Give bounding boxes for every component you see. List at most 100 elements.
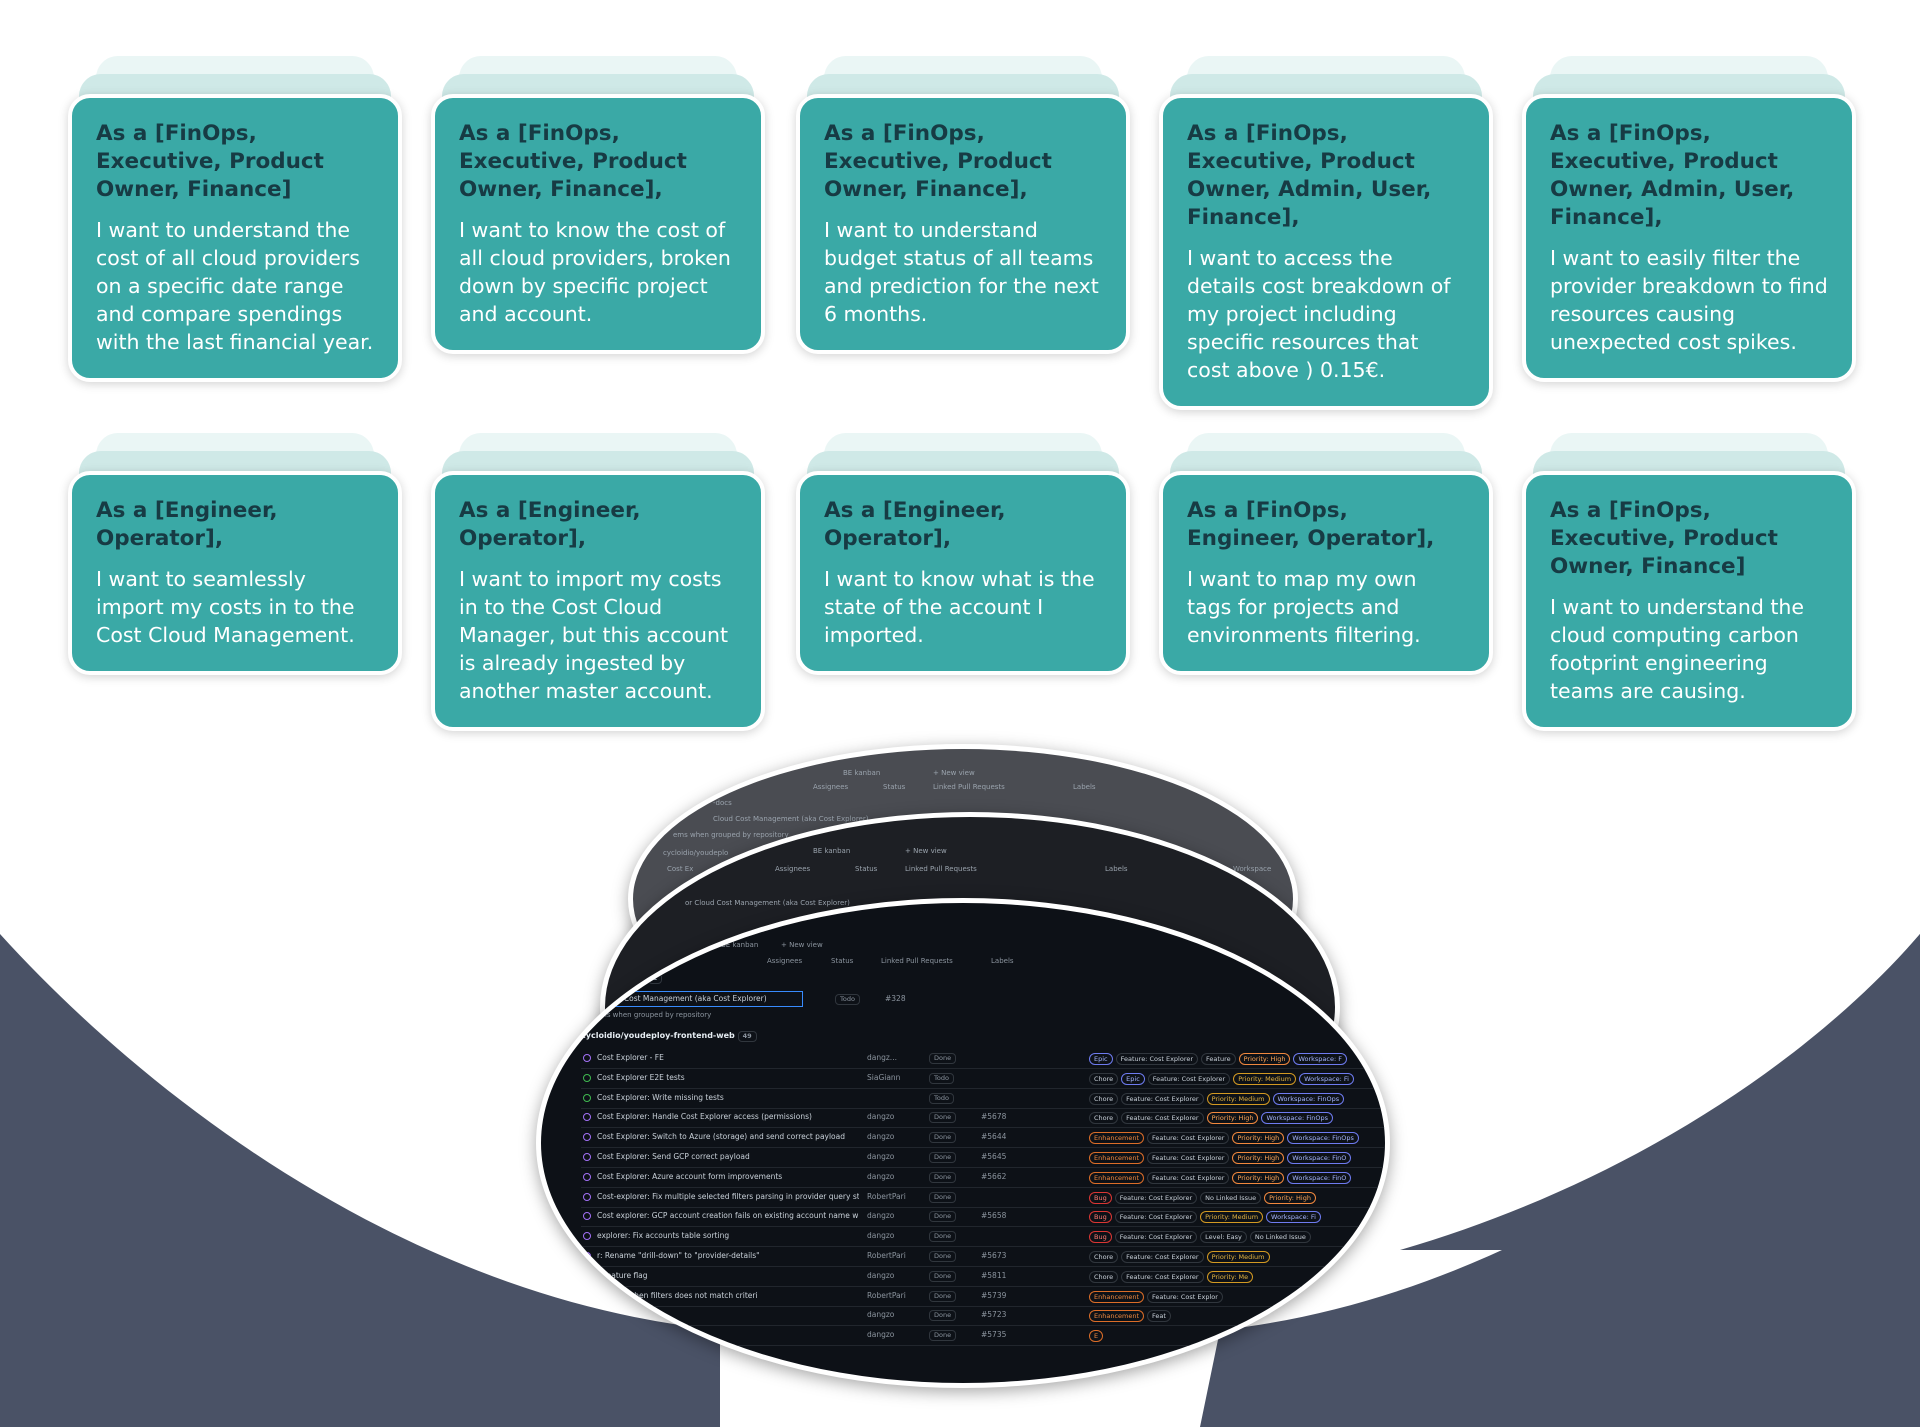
status-badge[interactable]: Done bbox=[929, 1330, 957, 1342]
linked-pr[interactable]: #5739 bbox=[981, 1290, 1007, 1300]
assignee[interactable]: dangzo bbox=[867, 1270, 895, 1280]
status-badge[interactable]: Done bbox=[929, 1132, 957, 1144]
status-badge[interactable]: Done bbox=[929, 1152, 957, 1163]
table-row[interactable]: r: Rename "drill-down" to "provider-deta… bbox=[581, 1247, 1385, 1267]
label-pill[interactable]: Feat bbox=[1147, 1310, 1171, 1323]
linked-pr[interactable]: #5644 bbox=[981, 1132, 1007, 1142]
label-pill[interactable]: Chore bbox=[1089, 1072, 1119, 1085]
column-header-assignees[interactable]: Assignees bbox=[767, 957, 803, 965]
label-pill[interactable]: Enhancement bbox=[1089, 1132, 1145, 1145]
table-row[interactable]: Cost Explorer: Azure account form improv… bbox=[581, 1168, 1385, 1188]
status-badge[interactable]: Done bbox=[929, 1191, 957, 1203]
label-pill[interactable]: Workspace: F bbox=[1293, 1053, 1347, 1065]
assignee[interactable]: dangzo bbox=[867, 1231, 895, 1241]
docs-item-pr[interactable]: #328 bbox=[885, 994, 906, 1003]
linked-pr[interactable]: #5673 bbox=[981, 1251, 1007, 1260]
label-pill[interactable]: Chore bbox=[1089, 1112, 1119, 1125]
label-pill[interactable]: Enhancement bbox=[1089, 1310, 1145, 1323]
linked-pr[interactable]: #5658 bbox=[981, 1211, 1007, 1221]
label-pill[interactable]: Workspace: FinOps bbox=[1287, 1132, 1359, 1145]
label-pill[interactable]: Priority: High bbox=[1232, 1132, 1285, 1145]
label-pill[interactable]: Feature: Cost Explorer bbox=[1114, 1231, 1198, 1244]
assignee[interactable]: dangzo bbox=[867, 1310, 895, 1320]
label-pill[interactable]: Bug bbox=[1089, 1211, 1112, 1224]
issue-title[interactable]: Cost Explorer: Send GCP correct payload bbox=[597, 1152, 750, 1161]
assignee[interactable]: dangzo bbox=[867, 1112, 895, 1122]
label-pill[interactable]: Workspace: Fi bbox=[1266, 1211, 1321, 1224]
status-badge[interactable]: Done bbox=[929, 1053, 957, 1064]
label-pill[interactable]: Chore bbox=[1089, 1251, 1119, 1263]
label-pill[interactable]: Feature: Cost Explorer bbox=[1114, 1191, 1198, 1204]
status-badge[interactable]: Done bbox=[929, 1290, 957, 1302]
linked-pr[interactable]: #5811 bbox=[981, 1270, 1007, 1280]
assignee[interactable]: dangzo bbox=[867, 1152, 895, 1161]
label-pill[interactable]: Feature: Cost Explorer bbox=[1115, 1053, 1199, 1065]
label-pill[interactable]: Workspace: FinOps bbox=[1261, 1112, 1334, 1125]
label-pill[interactable]: Bug bbox=[1089, 1231, 1112, 1244]
linked-pr[interactable]: #5678 bbox=[981, 1112, 1007, 1122]
status-badge[interactable]: Todo bbox=[929, 1092, 954, 1104]
label-pill[interactable]: Priority: Medium bbox=[1200, 1211, 1264, 1224]
issue-title[interactable]: ty state bbox=[597, 1310, 626, 1320]
status-badge[interactable]: Done bbox=[929, 1251, 957, 1262]
label-pill[interactable]: Chore bbox=[1089, 1270, 1119, 1283]
linked-pr[interactable]: #5723 bbox=[981, 1310, 1007, 1320]
label-pill[interactable]: Feature: Cost Explorer bbox=[1121, 1270, 1204, 1283]
assignee[interactable]: SiaGiann bbox=[867, 1072, 901, 1082]
label-pill[interactable]: Epic bbox=[1089, 1053, 1113, 1065]
status-badge[interactable]: Done bbox=[929, 1310, 957, 1322]
assignee[interactable]: dangzo bbox=[867, 1330, 895, 1340]
label-pill[interactable]: Priority: High bbox=[1206, 1112, 1259, 1125]
issue-title[interactable]: Cost Explorer: Switch to Azure (storage)… bbox=[597, 1132, 846, 1142]
label-pill[interactable]: Feature: Cost Explorer bbox=[1121, 1092, 1204, 1105]
issue-title[interactable]: Cost Explorer E2E tests bbox=[597, 1072, 685, 1082]
docs-item-row[interactable]: or Cloud Cost Management (aka Cost Explo… bbox=[581, 991, 803, 1007]
label-pill[interactable]: Priority: Me bbox=[1206, 1270, 1254, 1283]
label-pill[interactable]: No Linked Issue bbox=[1200, 1191, 1262, 1204]
linked-pr[interactable]: #5662 bbox=[981, 1171, 1007, 1181]
label-pill[interactable]: Workspace: FinO bbox=[1287, 1171, 1352, 1184]
label-pill[interactable]: Priority: High bbox=[1232, 1152, 1285, 1164]
status-badge[interactable]: Done bbox=[929, 1211, 957, 1223]
status-badge[interactable]: Done bbox=[929, 1171, 957, 1183]
label-pill[interactable]: Feature: Cost Explorer bbox=[1147, 1132, 1230, 1145]
status-badge[interactable]: Done bbox=[929, 1231, 957, 1243]
issue-title[interactable]: r: Rename "drill-down" to "provider-deta… bbox=[597, 1251, 760, 1260]
assignee[interactable]: RobertPari bbox=[867, 1251, 906, 1260]
label-pill[interactable]: Priority: Medium bbox=[1233, 1072, 1297, 1085]
table-row[interactable]: Cost Explorer: Switch to Azure (storage)… bbox=[581, 1128, 1385, 1149]
linked-pr[interactable]: #5735 bbox=[981, 1330, 1007, 1340]
label-pill[interactable]: Feature: Cost Explor bbox=[1147, 1290, 1223, 1303]
label-pill[interactable]: Feature: Cost Explorer bbox=[1147, 1072, 1231, 1085]
label-pill[interactable]: Priority: Medium bbox=[1206, 1092, 1270, 1105]
assignee[interactable]: dangzo bbox=[867, 1132, 895, 1142]
linked-pr[interactable]: #5645 bbox=[981, 1152, 1007, 1161]
label-pill[interactable]: Feature: Cost Explorer bbox=[1114, 1211, 1198, 1224]
label-pill[interactable]: Feature: Cost Explorer bbox=[1147, 1171, 1230, 1184]
label-pill[interactable]: Feature: Cost Explorer bbox=[1121, 1112, 1204, 1125]
issue-title[interactable]: e feature flag bbox=[597, 1270, 648, 1280]
label-pill[interactable]: Priority: High bbox=[1232, 1171, 1285, 1184]
label-pill[interactable]: Priority: High bbox=[1238, 1053, 1291, 1065]
assignee[interactable]: RobertPari bbox=[867, 1290, 906, 1300]
group-header-docs[interactable]: -docs 1 bbox=[621, 973, 663, 984]
label-pill[interactable]: Workspace: FinOps bbox=[1272, 1092, 1345, 1105]
label-pill[interactable]: Epic bbox=[1121, 1072, 1145, 1085]
assignee[interactable]: dangzo bbox=[867, 1171, 895, 1181]
label-pill[interactable]: Workspace: Fi bbox=[1299, 1072, 1354, 1085]
group-header-repo[interactable]: cycloidio/youdeploy-frontend-web 49 bbox=[581, 1031, 757, 1042]
status-badge[interactable]: Todo bbox=[929, 1072, 954, 1084]
label-pill[interactable]: Feature: Cost Explorer bbox=[1147, 1152, 1230, 1164]
label-pill[interactable]: Enhancement bbox=[1089, 1171, 1145, 1184]
tab-be-kanban[interactable]: BE kanban bbox=[721, 941, 759, 949]
label-pill[interactable]: Feature: Cost Explorer bbox=[1121, 1251, 1204, 1263]
issue-title[interactable]: ty state when filters does not match cri… bbox=[597, 1290, 758, 1300]
assignee[interactable]: RobertPari bbox=[867, 1191, 906, 1201]
label-pill[interactable]: Level: Easy bbox=[1200, 1231, 1247, 1244]
label-pill[interactable]: Enhancement bbox=[1089, 1290, 1145, 1303]
label-pill[interactable]: Feature bbox=[1201, 1053, 1236, 1065]
